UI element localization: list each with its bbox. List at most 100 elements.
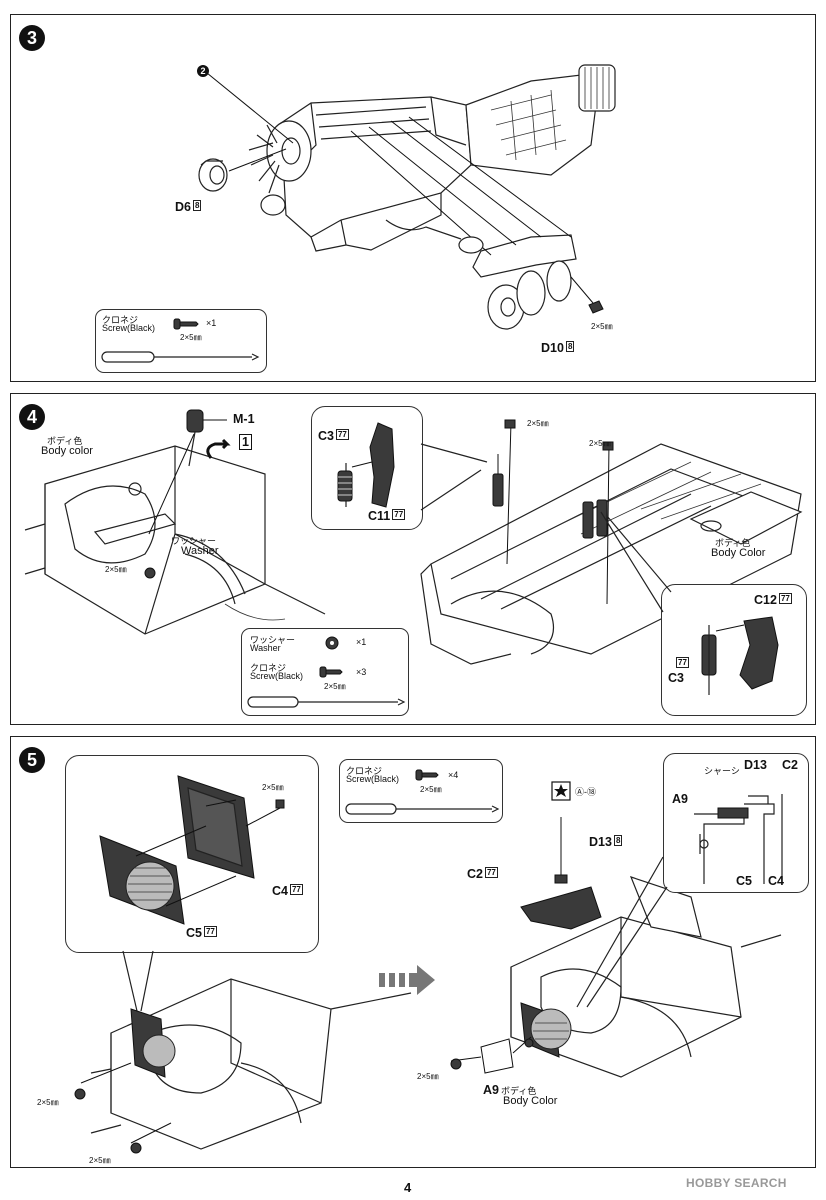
- part-c3-label-bottom: 77 C3: [668, 657, 689, 685]
- detail-connector-lines: [420, 443, 488, 511]
- a9-body-color-en: Body Color: [503, 1095, 558, 1107]
- legend-screw-count: ×1: [206, 318, 217, 328]
- washer-icon: [325, 636, 339, 650]
- step-3-panel: 3: [10, 14, 816, 382]
- detail-connector-lines-right: [600, 511, 672, 613]
- detail-c5-label: C5: [736, 874, 752, 888]
- detail-connector-lines-right: [576, 856, 668, 1008]
- part-2-label: 2: [197, 63, 209, 77]
- paint-h77-icon: 77: [778, 593, 792, 604]
- part-m1-drawing: [186, 409, 231, 467]
- chassis-jp-label: シャーシ: [704, 766, 740, 776]
- legend-screw-jp: クロネジ: [346, 766, 383, 776]
- page-number: 4: [404, 1180, 412, 1195]
- body-color2-jp: ボディ色: [715, 538, 751, 548]
- paint-h77-icon: 77: [484, 867, 498, 878]
- m1-assembly-guide: [148, 433, 195, 535]
- body-color-jp: ボディ色: [47, 436, 83, 446]
- screwdriver-icon: [345, 803, 500, 815]
- cross-section-detail: シャーシ D13 C2 A9 C5 C4: [663, 753, 809, 893]
- screw-size-top: 2×5㎜: [527, 419, 549, 428]
- screw-size-left: 2×5㎜: [105, 565, 127, 574]
- screwdriver-icon: [247, 696, 406, 708]
- detail-c2-label: C2: [782, 758, 798, 772]
- legend-screw-size: 2×5㎜: [324, 682, 346, 691]
- screw-size-right: 2×5㎜: [417, 1072, 439, 1081]
- part-a9-label: A9: [483, 1083, 499, 1097]
- paint-h77-icon: 77: [203, 926, 217, 937]
- decal-star-icon: [551, 781, 571, 801]
- part-m1-label: M-1: [233, 412, 255, 426]
- step-4-number: 4: [19, 404, 45, 430]
- a9-body-color-jp: ボディ色: [501, 1086, 537, 1096]
- step-3-parts-legend: クロネジ Screw(Black) ×1 2×5㎜: [95, 309, 267, 373]
- legend-screw-jp: クロネジ: [102, 315, 139, 325]
- step-4-panel: 4 M-1 1 ボディ色 Body color ワッシャー Washer 2×5…: [10, 393, 816, 725]
- detail-c4-label: C4: [768, 874, 784, 888]
- screw-icon: [319, 666, 343, 678]
- detail-a9-label: A9: [672, 792, 688, 806]
- legend-screw-size: 2×5㎜: [420, 785, 442, 794]
- paint-h8-icon: 8: [613, 835, 623, 846]
- shock-absorber-c3-c11-drawing: [337, 422, 395, 508]
- paint-h8-icon: 8: [192, 200, 202, 211]
- step-3-number: 3: [19, 25, 45, 51]
- legend-screw-size: 2×5㎜: [180, 333, 202, 342]
- screw-icon: [74, 1088, 86, 1100]
- legend-screw-count: ×3: [356, 667, 367, 677]
- washer-en-label: Washer: [181, 545, 219, 557]
- arrow-right-icon: [379, 965, 435, 995]
- flip-mark: 1: [239, 434, 252, 450]
- screw-size-c4: 2×5㎜: [262, 783, 284, 792]
- decal-reference: Ⓐ-⑱: [575, 787, 596, 797]
- screw-size-left-2: 2×5㎜: [89, 1156, 111, 1165]
- rear-chassis-drawing: [420, 419, 803, 665]
- paint-h77-icon: 77: [289, 884, 303, 895]
- step-5-number: 5: [19, 747, 45, 773]
- legend-screw-en: Screw(Black): [346, 774, 400, 784]
- legend-washer-jp: ワッシャー: [250, 635, 296, 645]
- screwdriver-icon: [101, 351, 260, 363]
- step-4-parts-legend: ワッシャー Washer ×1 クロネジ Screw(Black) ×3 2×5…: [241, 628, 409, 716]
- legend-screw-jp: クロネジ: [250, 663, 287, 673]
- paint-h77-icon: 77: [335, 429, 349, 440]
- paint-h77-icon: 77: [676, 657, 689, 668]
- front-chassis-assembled: [450, 817, 782, 1078]
- screw-icon: [450, 1058, 462, 1070]
- screw-size-left-1: 2×5㎜: [37, 1098, 59, 1107]
- cross-section-drawing: [694, 794, 783, 884]
- radiator-c4-c5-drawing: [99, 775, 285, 925]
- screw-size-mid: 2×5㎜: [589, 439, 611, 448]
- screw-icon: [173, 318, 199, 330]
- body-color-en: Body color: [41, 445, 93, 457]
- screw-icon: [130, 1142, 142, 1154]
- detail-d13-label: D13: [744, 758, 767, 772]
- watermark-logo: HOBBY SEARCH: [686, 1176, 787, 1190]
- front-chassis-with-radiator: [80, 978, 412, 1150]
- shock-absorber-c12-c3-drawing: [701, 616, 779, 695]
- legend-washer-count: ×1: [356, 637, 367, 647]
- legend-washer-en: Washer: [250, 643, 281, 653]
- screw-icon: [415, 769, 439, 781]
- screw-size-label: 2×5㎜: [591, 322, 613, 331]
- paint-h8-icon: 8: [565, 341, 575, 352]
- washer-jp-label: ワッシャー: [171, 536, 217, 546]
- detail-connector-lines: [122, 950, 154, 1012]
- paint-h77-icon: 77: [392, 509, 406, 520]
- legend-screw-en: Screw(Black): [250, 671, 304, 681]
- body-color2-en: Body Color: [711, 547, 766, 559]
- front-chassis-drawing: [24, 445, 326, 635]
